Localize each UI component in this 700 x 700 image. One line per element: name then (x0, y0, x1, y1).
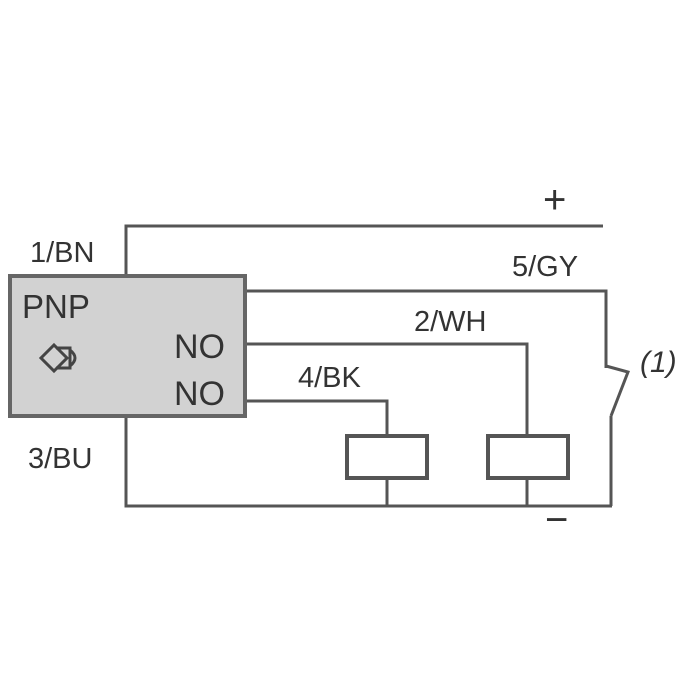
wire-grey (245, 289, 608, 368)
output-1-label: NO (174, 328, 225, 366)
inductive-sensor-icon (38, 342, 77, 374)
load-coil-black (345, 434, 429, 480)
negative-rail (124, 416, 612, 508)
supply-positive-label: + (543, 178, 566, 222)
wire-black (245, 399, 389, 436)
sensor-body (8, 274, 247, 418)
load-coil-white (486, 434, 570, 480)
footnote-marker: (1) (640, 346, 677, 379)
supply-negative-label: − (545, 498, 568, 542)
output-2-label: NO (174, 375, 225, 413)
sensor-type-label: PNP (22, 288, 90, 325)
wire-label-grey: 5/GY (512, 251, 578, 283)
wire-label-white: 2/WH (414, 306, 487, 338)
wire-label-blue: 3/BU (28, 443, 92, 475)
wire-label-black: 4/BK (298, 362, 362, 394)
positive-rail (124, 224, 603, 275)
grey-switch-blade (605, 364, 630, 417)
wire-white (245, 342, 529, 436)
wire-label-brown: 1/BN (30, 237, 94, 269)
